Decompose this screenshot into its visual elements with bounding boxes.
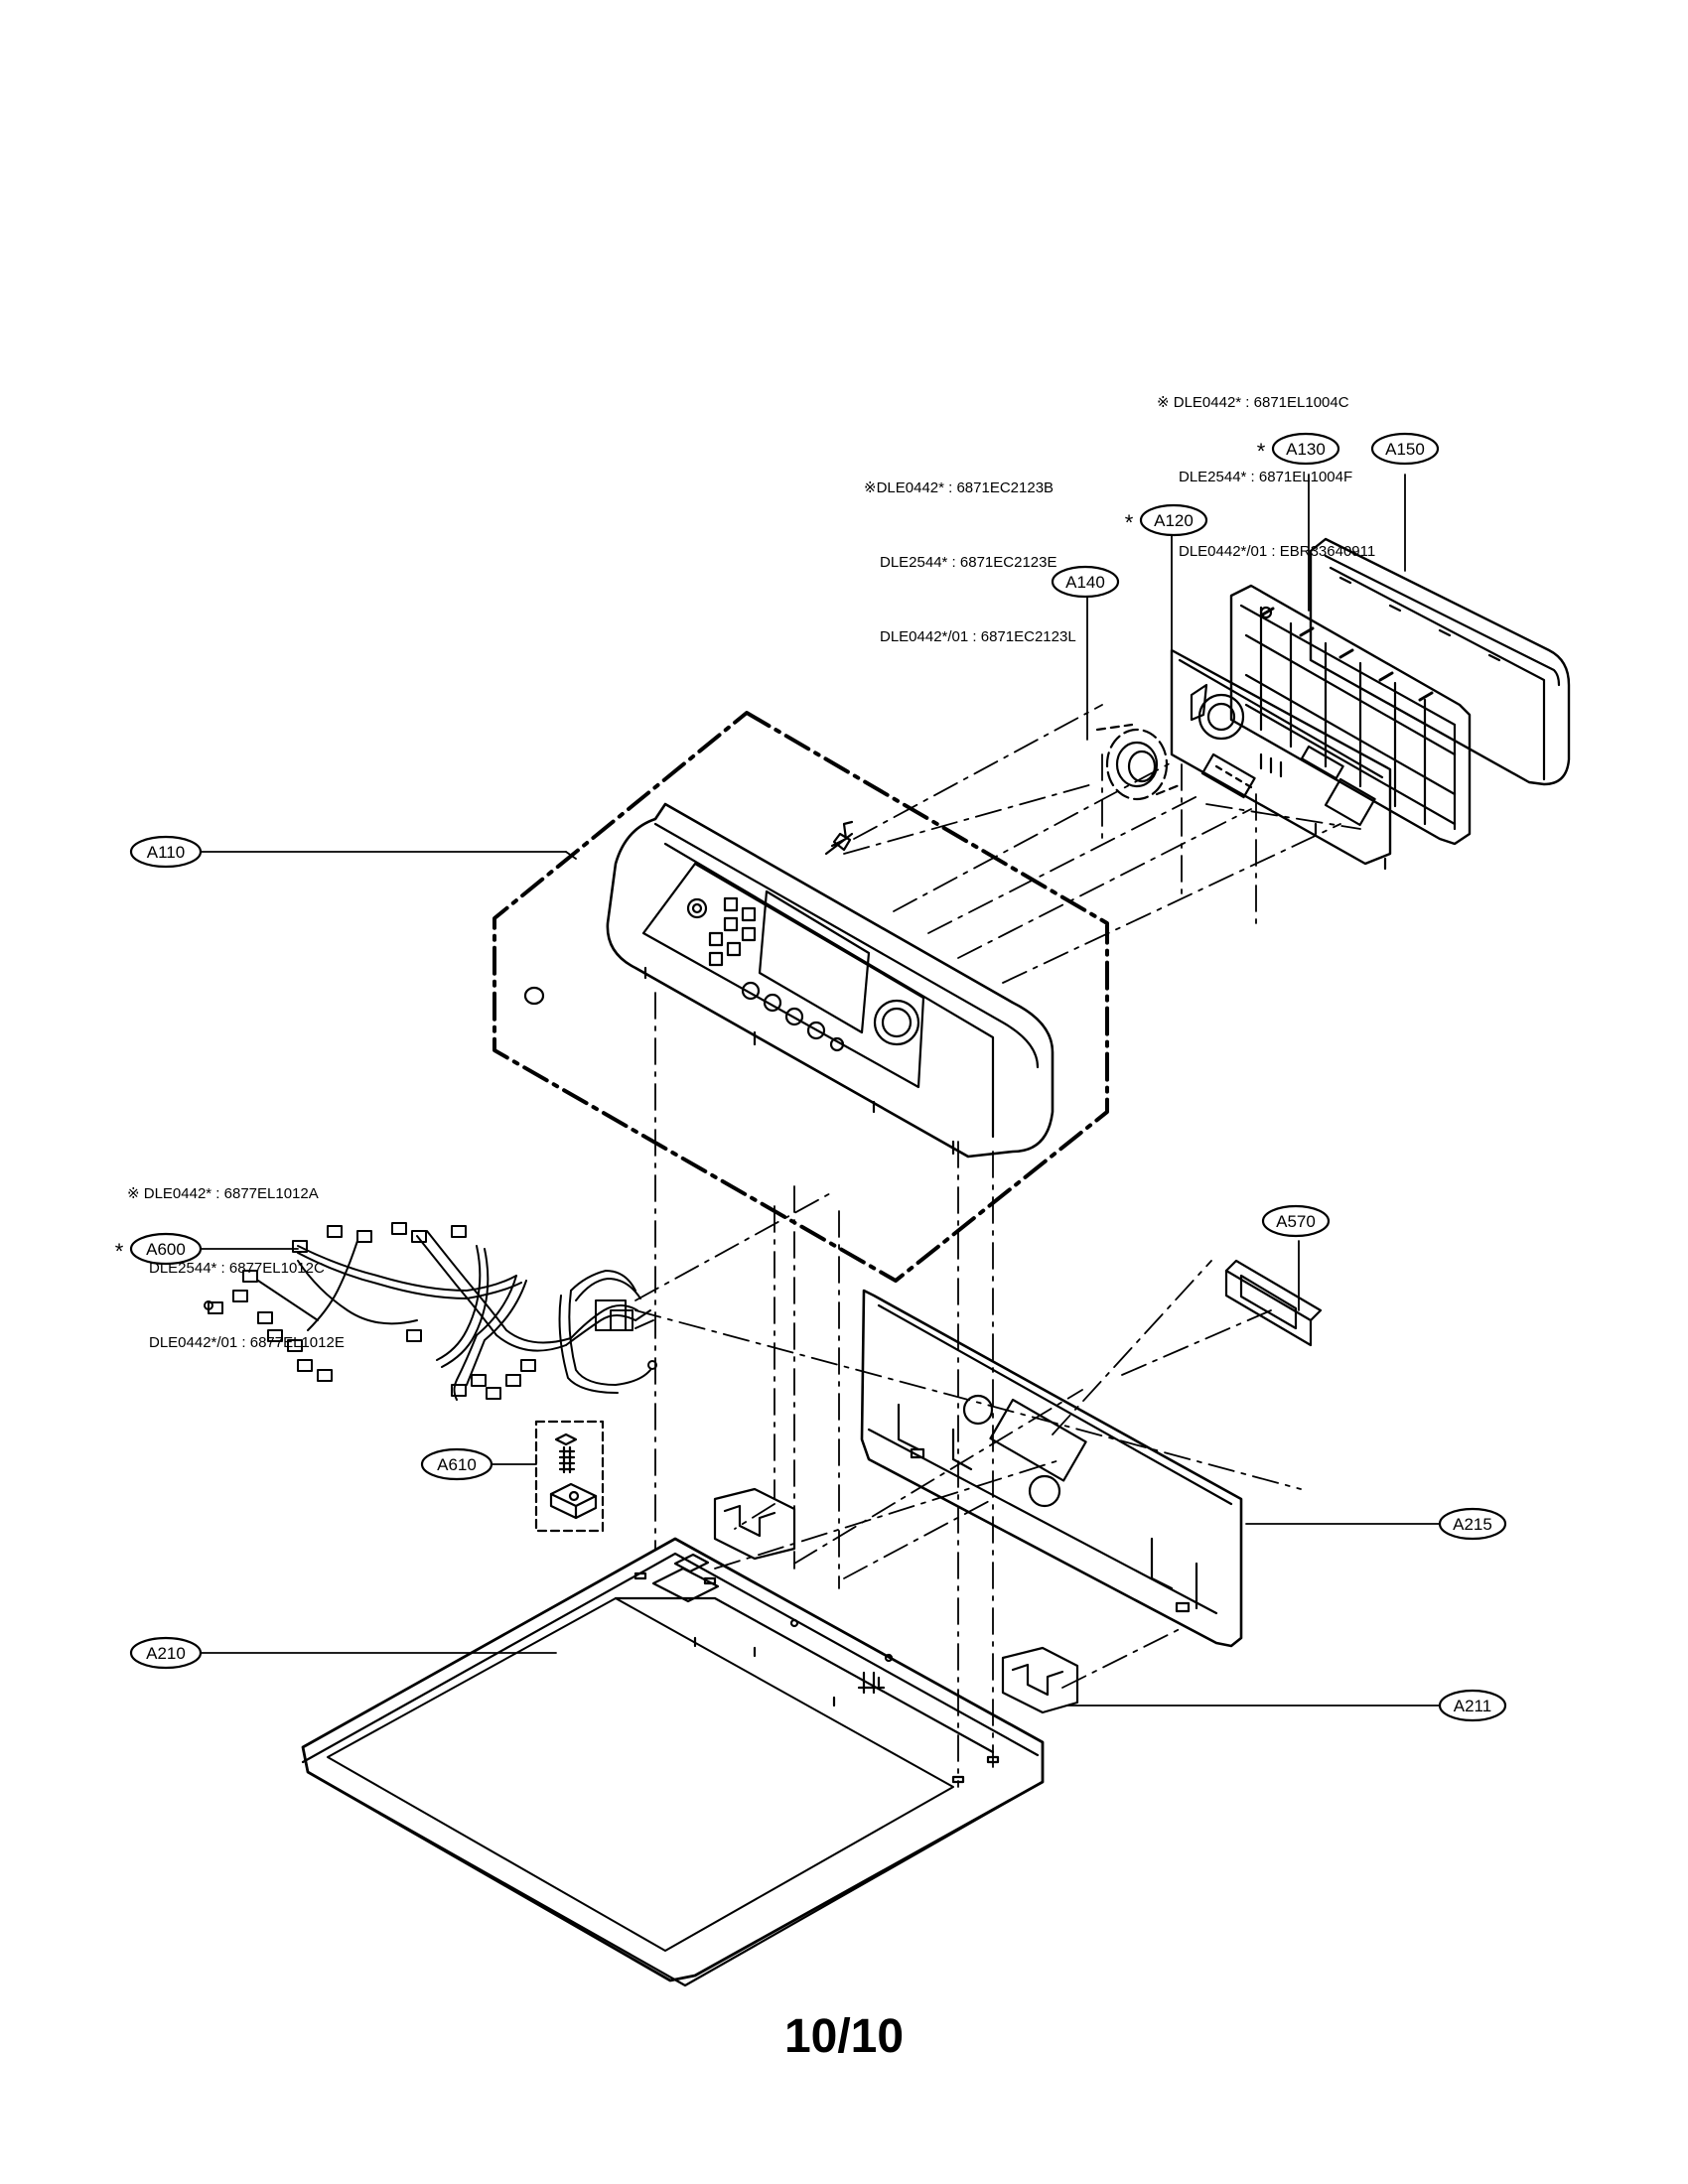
callout-a215: A215 — [1438, 1507, 1507, 1541]
hardware-group — [534, 1420, 605, 1533]
callout-a600: A600 — [129, 1232, 203, 1266]
callout-a140: A140 — [1051, 565, 1120, 599]
note-line: DLE0442*/01 : EBR33640911 — [1179, 543, 1376, 560]
note-a120-part-numbers: ※DLE0442* : 6871EC2123B DLE2544* : 6871E… — [864, 426, 1076, 674]
note-a130-part-numbers: ※ DLE0442* : 6871EL1004C DLE2544* : 6871… — [1157, 341, 1375, 589]
callout-label: A610 — [437, 1455, 477, 1474]
callout-a610: A610 — [420, 1447, 493, 1481]
control-panel-group-boundary — [492, 711, 1109, 1283]
callout-label: A570 — [1276, 1212, 1316, 1231]
callout-label: A130 — [1286, 440, 1326, 459]
side-clips — [713, 1487, 1079, 1714]
knob-assembly — [1095, 723, 1184, 801]
callout-a130: A130 — [1271, 432, 1340, 466]
rear-cover — [1309, 537, 1571, 786]
top-plate — [301, 1537, 1045, 1987]
page-number: 10/10 — [783, 2010, 905, 2063]
callout-label: A600 — [146, 1240, 186, 1259]
asterisk-a600: * — [115, 1239, 124, 1264]
note-line: DLE2544* : 6871EL1004F — [1179, 469, 1353, 485]
callout-a211: A211 — [1438, 1689, 1507, 1722]
callout-a120: A120 — [1139, 503, 1208, 537]
pcb-frame — [1229, 584, 1472, 846]
note-line: DLE2544* : 6871EC2123E — [880, 554, 1057, 571]
note-symbol: ※ — [1157, 394, 1170, 411]
note-line: DLE0442*/01 : 6877EL1012E — [149, 1334, 345, 1351]
note-line: DLE0442* : 6871EL1004C — [1173, 394, 1349, 411]
callout-label: A210 — [146, 1644, 186, 1663]
callout-label: A150 — [1385, 440, 1425, 459]
pcb-board — [1170, 648, 1392, 871]
bracket-panel — [860, 1289, 1243, 1648]
clip-a570 — [1224, 1259, 1323, 1347]
asterisk-a130: * — [1257, 439, 1266, 464]
note-symbol: ※ — [864, 479, 877, 496]
note-line: DLE0442* : 6877EL1012A — [143, 1185, 319, 1202]
callout-label: A110 — [147, 843, 185, 862]
note-line: DLE2544* : 6877EL1012C — [149, 1260, 325, 1277]
callout-a210: A210 — [129, 1636, 203, 1670]
note-a600-part-numbers: ※ DLE0442* : 6877EL1012A DLE2544* : 6877… — [127, 1132, 345, 1380]
callout-label: A215 — [1453, 1515, 1492, 1534]
wire-harness — [204, 1222, 657, 1401]
leader-lines — [200, 474, 1441, 1706]
note-line: DLE0442*/01 : 6871EC2123L — [880, 628, 1076, 645]
callout-a110: A110 — [129, 835, 203, 869]
callout-a150: A150 — [1370, 432, 1440, 466]
control-panel-housing — [523, 802, 1055, 1159]
callout-label: A140 — [1065, 573, 1105, 592]
note-line: DLE0442* : 6871EC2123B — [876, 479, 1055, 496]
note-symbol: ※ — [127, 1185, 140, 1202]
callout-label: A120 — [1154, 511, 1194, 530]
asterisk-a120: * — [1125, 510, 1134, 535]
callout-label: A211 — [1454, 1697, 1491, 1715]
assembly-lines — [634, 704, 1361, 1788]
callout-a570: A570 — [1261, 1204, 1331, 1238]
